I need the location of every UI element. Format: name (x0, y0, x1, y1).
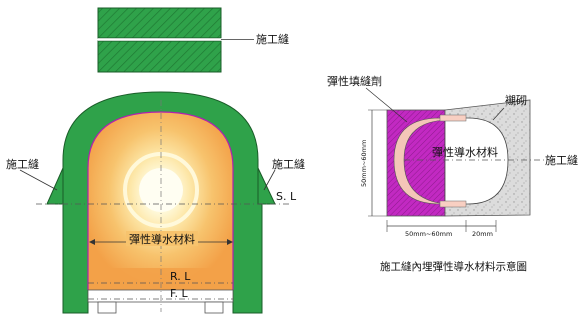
label-sealant: 彈性填縫劑 (327, 74, 382, 88)
caption: 施工縫內埋彈性導水材料示意圖 (380, 260, 527, 273)
label-joint-left: 施工縫 (6, 157, 39, 171)
label-detail-material: 彈性導水材料 (432, 145, 498, 159)
label-sl: S. L (276, 190, 297, 203)
label-fl: F. L (170, 287, 189, 300)
tunnel-section (19, 91, 290, 314)
label-rl: R. L (170, 270, 191, 283)
joint-slab (97, 7, 254, 73)
dim-vertical: 50mm~60mm (360, 140, 368, 187)
dim-h2: 20mm (472, 230, 493, 238)
dim-h1: 50mm~60mm (405, 230, 452, 238)
label-backfill: 襯砌 (505, 93, 527, 107)
label-joint-top: 施工縫 (256, 32, 289, 46)
label-joint-right: 施工縫 (272, 157, 305, 171)
joint-detail (365, 87, 545, 232)
label-tunnel-material: 彈性導水材料 (129, 232, 195, 246)
label-joint-detail: 施工縫 (545, 153, 578, 167)
